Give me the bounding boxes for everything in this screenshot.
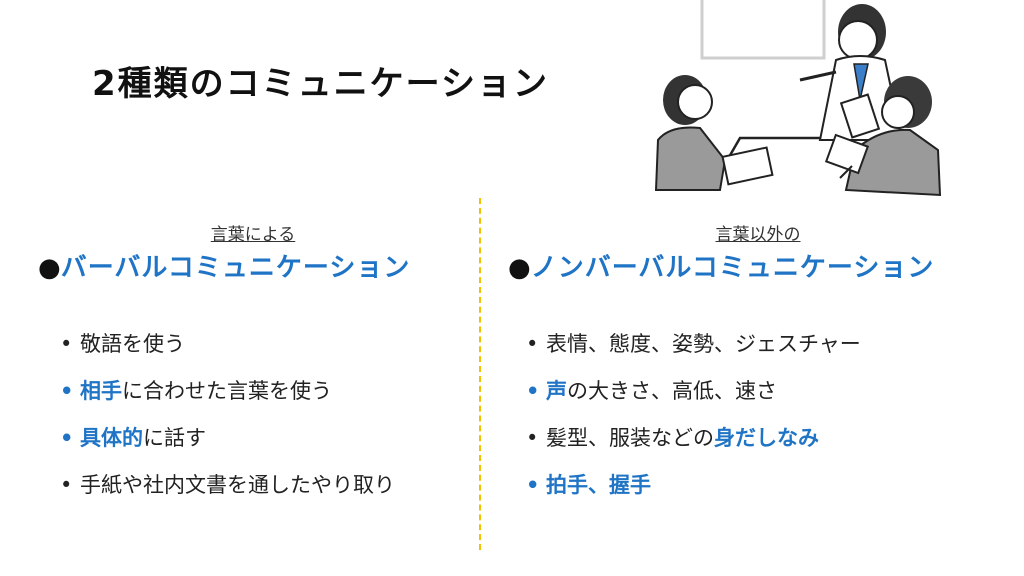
office-meeting-illustration: [654, 0, 942, 197]
heading-bullet: ●: [508, 253, 531, 283]
verbal-list: • 敬語を使う • 相手に合わせた言葉を使う • 具体的に話す • 手紙や社内文…: [42, 328, 395, 516]
item-text: 髪型、服装などの: [546, 426, 714, 450]
list-item: • 拍手、握手: [508, 469, 861, 516]
bullet-dot: •: [526, 426, 539, 450]
item-text: 敬語を使う: [80, 332, 185, 356]
verbal-heading: ●バーバルコミュニケーション: [38, 247, 468, 284]
slide-title: 2種類のコミュニケーション: [92, 64, 549, 104]
item-highlight: 身だしなみ: [714, 426, 819, 450]
list-item: • 声の大きさ、高低、速さ: [508, 375, 861, 422]
bullet-dot: •: [526, 379, 540, 403]
list-item: • 相手に合わせた言葉を使う: [42, 375, 395, 422]
list-item: • 髪型、服装などの身だしなみ: [508, 422, 861, 469]
verbal-subtitle: 言葉による: [210, 225, 296, 245]
nonverbal-heading: ●ノンバーバルコミュニケーション: [508, 247, 1008, 284]
item-highlight: 相手: [80, 379, 122, 403]
bullet-dot: •: [60, 332, 73, 356]
bullet-dot: •: [60, 426, 74, 450]
nonverbal-heading-text: ノンバーバルコミュニケーション: [530, 253, 935, 283]
nonverbal-column: 言葉以外の ●ノンバーバルコミュニケーション • 表情、態度、姿勢、ジェスチャー…: [508, 220, 1008, 497]
heading-bullet: ●: [38, 253, 61, 283]
nonverbal-list: • 表情、態度、姿勢、ジェスチャー • 声の大きさ、高低、速さ • 髪型、服装な…: [508, 328, 861, 516]
list-item: • 表情、態度、姿勢、ジェスチャー: [508, 328, 861, 375]
item-text: 表情、態度、姿勢、ジェスチャー: [546, 332, 861, 356]
item-highlight: 拍手、握手: [546, 473, 651, 497]
bullet-dot: •: [526, 473, 540, 497]
item-text: 手紙や社内文書を通したやり取り: [80, 473, 395, 497]
list-item: • 敬語を使う: [42, 328, 395, 375]
bullet-dot: •: [60, 379, 74, 403]
list-item: • 具体的に話す: [42, 422, 395, 469]
verbal-heading-text: バーバルコミュニケーション: [60, 253, 411, 283]
verbal-column: 言葉による ●バーバルコミュニケーション • 敬語を使う • 相手に合わせた言葉…: [38, 220, 468, 497]
bullet-dot: •: [60, 473, 73, 497]
item-highlight: 声: [546, 379, 567, 403]
item-text: の大きさ、高低、速さ: [567, 379, 777, 403]
item-text: に合わせた言葉を使う: [122, 379, 332, 403]
nonverbal-subtitle: 言葉以外の: [715, 225, 801, 245]
item-text: に話す: [143, 426, 206, 450]
bullet-dot: •: [526, 332, 539, 356]
list-item: • 手紙や社内文書を通したやり取り: [42, 469, 395, 516]
item-highlight: 具体的: [80, 426, 143, 450]
column-divider: [479, 198, 481, 550]
